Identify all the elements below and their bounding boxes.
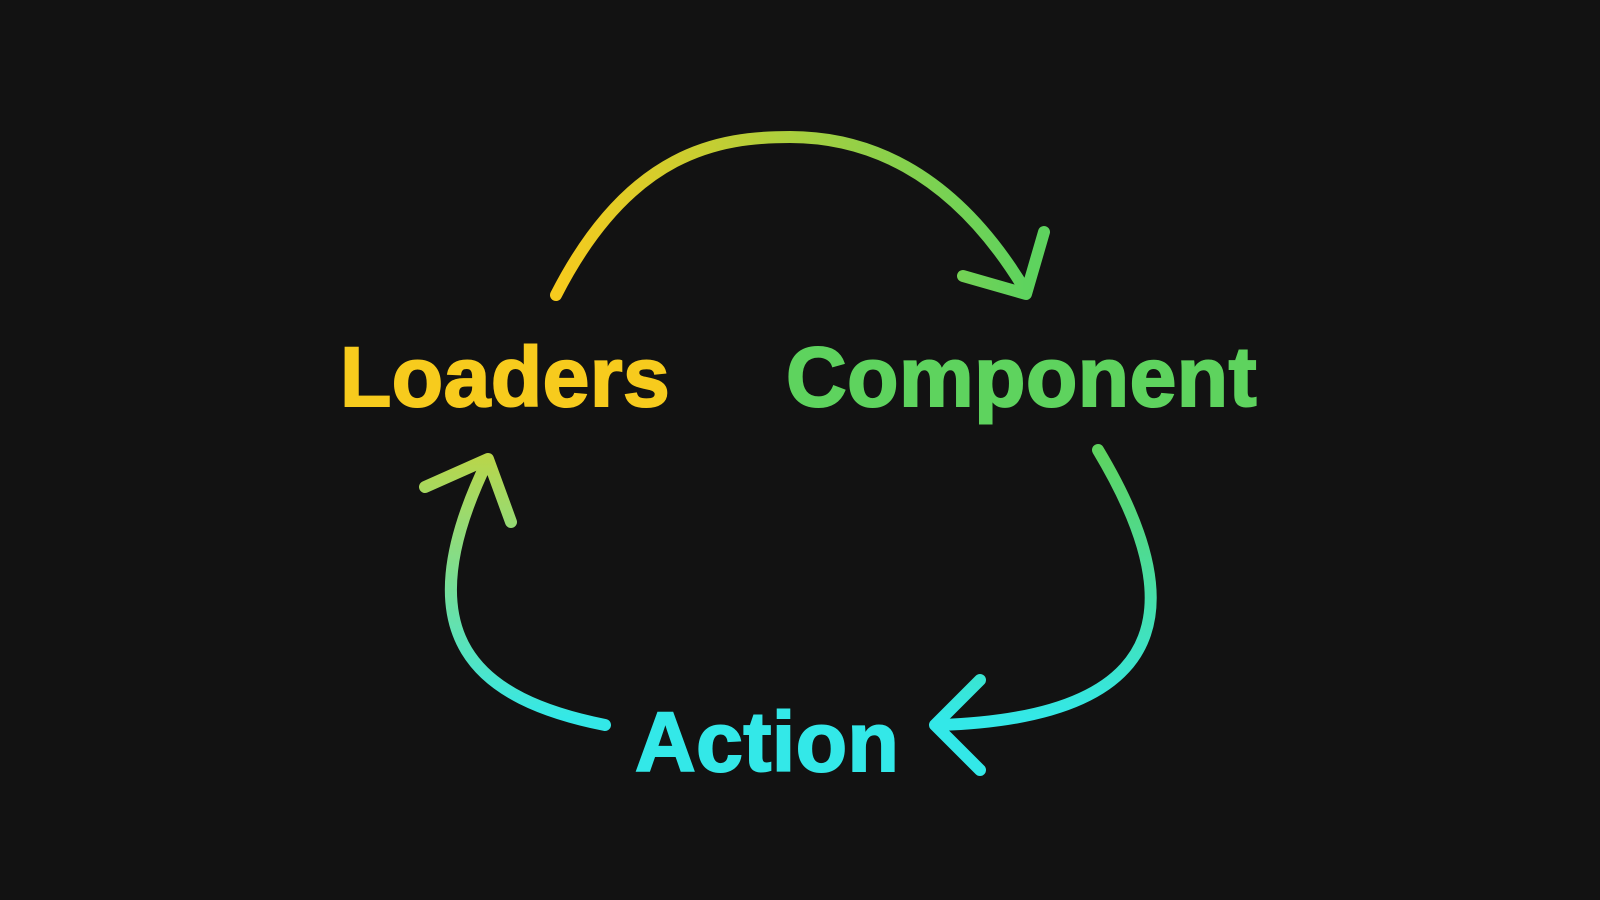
- arrow-action-to-loaders: [419, 453, 611, 731]
- component-label: Component: [785, 330, 1258, 424]
- loaders-label: Loaders: [339, 330, 671, 424]
- action-label: Action: [634, 695, 900, 789]
- arrow-loaders-to-component: [550, 131, 1050, 301]
- arrow-component-to-action: [929, 444, 1157, 776]
